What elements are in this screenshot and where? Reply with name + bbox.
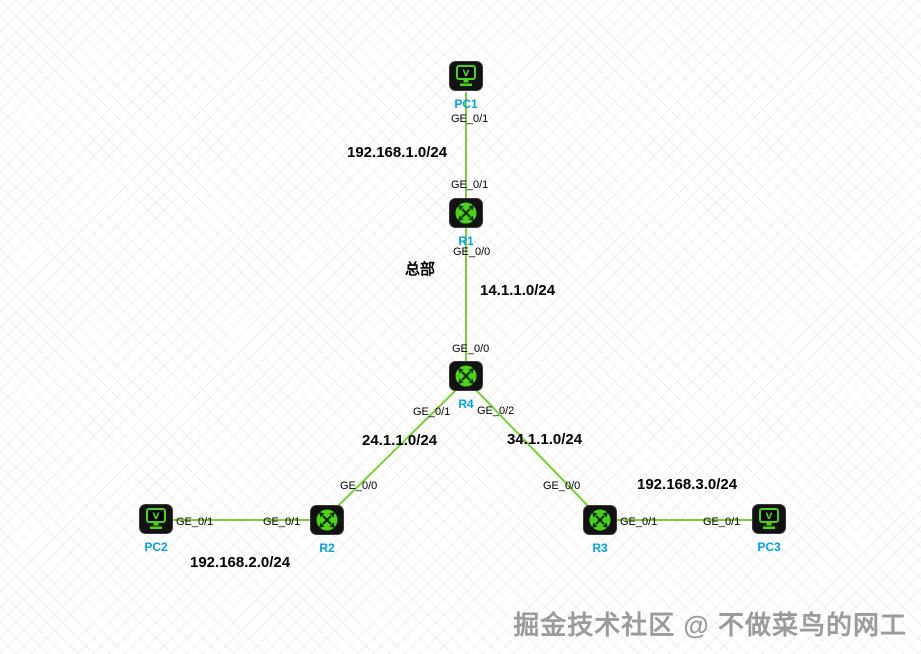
router-icon [583, 505, 617, 535]
device-label-r1: R1 [458, 234, 474, 248]
device-label-pc2: PC2 [144, 540, 168, 554]
link-r4-r2[interactable] [336, 389, 457, 508]
annotation-text: 总部 [405, 261, 436, 278]
svg-text:V: V [153, 512, 160, 522]
network-label: 14.1.1.0/24 [480, 282, 556, 299]
pc-icon: V [752, 504, 786, 534]
device-label-r3: R3 [592, 541, 608, 555]
interface-label: GE_0/1 [703, 516, 741, 528]
router-icon [449, 361, 483, 391]
interface-label: GE_0/1 [413, 406, 451, 418]
interface-label: GE_0/1 [263, 516, 301, 528]
interface-label: GE_0/1 [451, 179, 489, 191]
interface-label: GE_0/1 [620, 516, 658, 528]
router-icon [449, 198, 483, 228]
svg-text:V: V [766, 512, 773, 522]
device-r3[interactable] [583, 505, 617, 535]
network-label: 34.1.1.0/24 [507, 431, 583, 448]
device-label-r2: R2 [319, 541, 335, 555]
network-label: 24.1.1.0/24 [362, 432, 438, 449]
device-pc3[interactable]: V [752, 504, 786, 534]
link-r4-r3[interactable] [475, 389, 590, 508]
device-pc1[interactable]: V [449, 61, 483, 91]
network-label: 192.168.2.0/24 [190, 554, 291, 571]
device-r2[interactable] [310, 505, 344, 535]
watermark-text: 掘金技术社区 @ 不做菜鸟的网工 [513, 610, 907, 640]
pc-icon: V [449, 61, 483, 91]
device-r4[interactable] [449, 361, 483, 391]
network-label: 192.168.1.0/24 [347, 144, 448, 161]
device-label-pc1: PC1 [454, 97, 478, 111]
interface-label: GE_0/1 [176, 516, 214, 528]
interface-label: GE_0/1 [451, 113, 489, 125]
device-pc2[interactable]: V [139, 504, 173, 534]
svg-text:V: V [463, 69, 470, 79]
device-label-r4: R4 [458, 397, 474, 411]
interface-label: GE_0/2 [477, 405, 515, 417]
interface-label: GE_0/0 [340, 480, 378, 492]
router-icon [310, 505, 344, 535]
interface-label: GE_0/0 [453, 246, 491, 258]
device-label-pc3: PC3 [757, 540, 781, 554]
interface-label: GE_0/0 [452, 343, 490, 355]
interface-label: GE_0/0 [543, 480, 581, 492]
pc-icon: V [139, 504, 173, 534]
network-label: 192.168.3.0/24 [637, 476, 738, 493]
device-r1[interactable] [449, 198, 483, 228]
